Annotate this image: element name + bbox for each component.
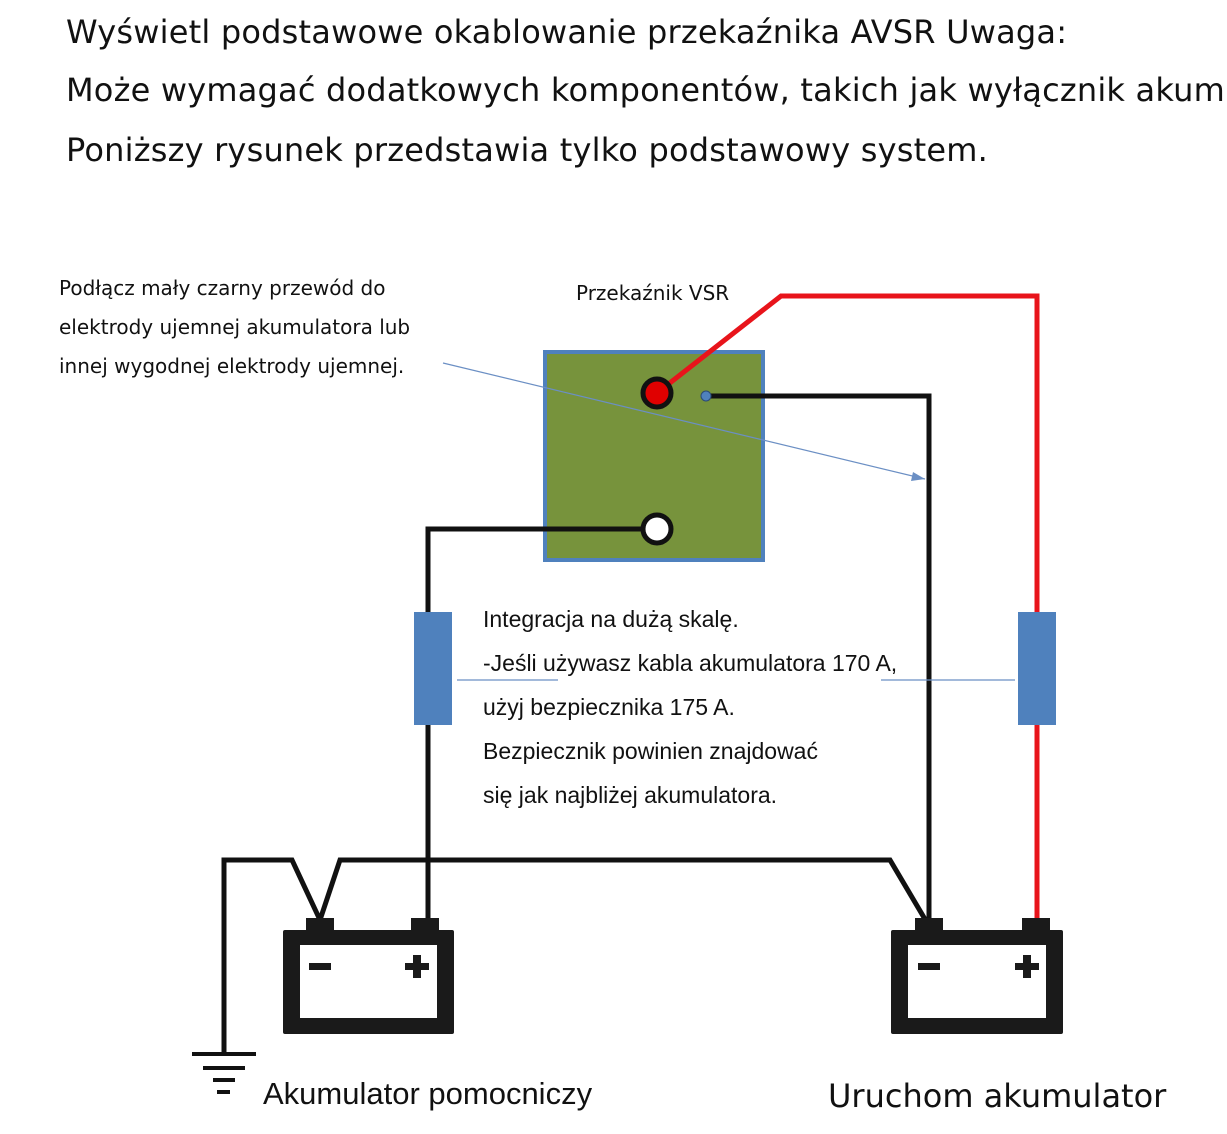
header-line-3: Poniższy rysunek przedstawia tylko podst… xyxy=(66,131,988,169)
ground-note-line: Podłącz mały czarny przewód do xyxy=(59,276,386,300)
ground-note-line: innej wygodnej elektrody ujemnej. xyxy=(59,354,405,378)
negative-bus-wire xyxy=(317,857,932,928)
note-leader-arrowhead xyxy=(911,472,925,481)
relay-signal-terminal xyxy=(700,390,712,402)
fuse-note-line: się jak najbliżej akumulatora. xyxy=(483,782,778,808)
fuse-note: Integracja na dużą skalę. -Jeśli używasz… xyxy=(483,597,897,817)
ground-note: Podłącz mały czarny przewód do elektrody… xyxy=(59,269,410,386)
starter-battery-label: Uruchom akumulator xyxy=(828,1077,1167,1115)
minus-icon xyxy=(918,963,940,970)
ground-note-line: elektrody ujemnej akumulatora lub xyxy=(59,315,411,339)
relay-output-terminal xyxy=(640,512,674,546)
minus-icon xyxy=(309,963,331,970)
fuse-starter xyxy=(1018,612,1056,725)
header-line-2: Może wymagać dodatkowych komponentów, ta… xyxy=(66,71,1227,109)
auxiliary-battery-label: Akumulator pomocniczy xyxy=(263,1076,593,1111)
fuse-note-line: użyj bezpiecznika 175 A. xyxy=(483,694,735,720)
relay-positive-terminal xyxy=(640,376,674,410)
relay-to-start-negative-wire xyxy=(706,393,932,926)
relay-to-aux-positive-wire xyxy=(425,526,657,925)
relay-label: Przekaźnik VSR xyxy=(576,281,730,305)
starter-battery xyxy=(891,918,1063,1034)
positive-wire-start xyxy=(655,293,1040,925)
fuse-note-line: -Jeśli używasz kabla akumulatora 170 A, xyxy=(483,650,898,676)
auxiliary-battery xyxy=(283,918,454,1034)
ground-symbol-icon xyxy=(192,1052,256,1094)
note-leader-line xyxy=(442,362,926,480)
header-line-1: Wyświetl podstawowe okablowanie przekaźn… xyxy=(66,13,1068,51)
fuse-note-line: Integracja na dużą skalę. xyxy=(483,606,739,632)
fuse-auxiliary xyxy=(414,612,452,725)
ground-wire xyxy=(221,857,323,1052)
fuse-note-line: Bezpiecznik powinien znajdować xyxy=(483,738,818,764)
